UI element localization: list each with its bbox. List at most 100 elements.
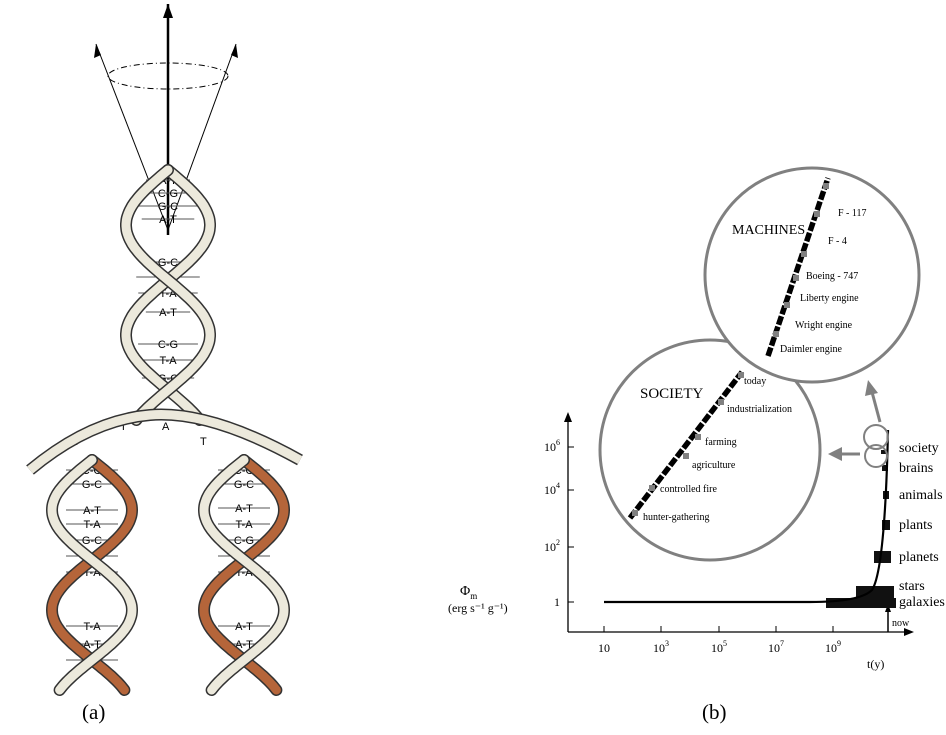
- new-strand: [199, 455, 289, 695]
- machines-item-f117: F - 117: [838, 208, 867, 219]
- backbone-strand-1: [121, 165, 215, 425]
- base-pair-label: C-G: [158, 339, 178, 351]
- cone-arrowhead-left: [94, 44, 101, 58]
- cone-line-right: [167, 43, 237, 231]
- society-item-farming: farming: [705, 437, 737, 448]
- machines-item-daimler: Daimler engine: [780, 344, 842, 355]
- system-bar-planets: [874, 551, 891, 563]
- milestone-marker: [784, 302, 790, 308]
- system-labels: societybrainsanimalsplantsplanetsstarsga…: [899, 441, 945, 610]
- system-label-animals: animals: [899, 488, 943, 503]
- base-pair-label: G-C: [82, 479, 102, 491]
- backbone-strand-2: [121, 165, 215, 425]
- base-pair-label: C-G: [158, 188, 178, 200]
- base-pair-label: A-T: [235, 503, 253, 515]
- milestone-marker: [823, 183, 829, 189]
- machines-item-f4: F - 4: [828, 236, 847, 247]
- base-pair-label: T-A: [83, 621, 101, 633]
- system-label-planets: planets: [899, 550, 939, 565]
- society-zoom-arrowhead: [828, 447, 842, 461]
- machines-item-wright: Wright engine: [795, 320, 853, 331]
- precession-ellipse: [107, 62, 229, 90]
- system-bars: [826, 450, 896, 608]
- machines-item-liberty: Liberty engine: [800, 293, 859, 304]
- society-item-industrialization: industrialization: [727, 404, 792, 415]
- base-pair-label: A-T: [83, 505, 101, 517]
- base-pair-label: A-T: [159, 307, 177, 319]
- base-pair-label: T-A: [235, 519, 253, 531]
- fork-backbone: [27, 410, 303, 474]
- base-pair-label: C-G: [234, 535, 254, 547]
- new-strand: [47, 455, 137, 695]
- machines-title: MACHINES: [732, 223, 805, 238]
- y-tick-label: 104: [544, 481, 560, 497]
- system-label-galaxies: galaxies: [899, 595, 945, 610]
- cone-arrowhead-right: [231, 44, 238, 58]
- system-label-stars: stars: [899, 579, 925, 594]
- y-tick-label: 102: [544, 538, 560, 554]
- system-bar-society: [881, 450, 888, 454]
- base-pair-label: A-T: [235, 621, 253, 633]
- society-trend-line: [627, 370, 745, 520]
- fork-base-label: T: [120, 421, 127, 433]
- y-axis-label: Φm: [460, 584, 477, 601]
- milestone-marker: [649, 485, 655, 491]
- daughter-helix-right: C-GG-CA-TT-AC-GT-AT-AA-TA-T: [197, 454, 291, 696]
- society-zoom-circle: SOCIETY today industrialization farming …: [598, 338, 822, 562]
- base-pair-label: G-C: [234, 479, 254, 491]
- x-axis-arrow: [904, 628, 914, 636]
- machines-zoom-circle: MACHINES F - 117 F - 4 Boeing - 747 Libe…: [703, 166, 921, 384]
- society-item-today: today: [744, 376, 766, 387]
- base-pair-label: G-C: [158, 257, 178, 269]
- y-axis-arrow: [564, 412, 572, 422]
- x-axis-label: t(y): [867, 657, 884, 671]
- caption-a: (a): [82, 700, 106, 724]
- daughter-helix-left: C-GG-CA-TT-AG-CC-GT-AT-AA-TA-T: [45, 454, 139, 696]
- system-bar-galaxies: [826, 598, 896, 608]
- milestone-marker: [695, 434, 701, 440]
- cone-line-left: [95, 43, 169, 231]
- society-item-agriculture: agriculture: [692, 460, 736, 471]
- society-markers: [632, 372, 744, 516]
- fork-base-label: A: [162, 421, 170, 433]
- milestone-marker: [718, 399, 724, 405]
- milestone-marker: [632, 510, 638, 516]
- complexity-growth-curve: [604, 429, 890, 604]
- society-item-controlled-fire: controlled fire: [660, 484, 717, 495]
- x-tick-label: 103: [653, 639, 669, 655]
- base-pair-label: A-T: [83, 639, 101, 651]
- milestone-marker: [738, 372, 744, 378]
- base-pair-label: A-T: [159, 214, 177, 226]
- x-tick-label: 107: [768, 639, 784, 655]
- parent-strand: [47, 455, 137, 695]
- y-axis-units: (erg s⁻¹ g⁻¹): [448, 601, 508, 615]
- milestone-marker: [683, 453, 689, 459]
- now-label: now: [892, 618, 910, 629]
- x-tick-label: 105: [711, 639, 727, 655]
- milestone-marker: [773, 331, 779, 337]
- system-label-brains: brains: [899, 461, 933, 476]
- machines-trend-line: [765, 177, 831, 357]
- machines-zoom-arrowhead: [865, 380, 878, 396]
- society-circle-outline: [598, 338, 822, 562]
- system-bar-brains: [882, 465, 888, 471]
- fork-base-label: T: [200, 436, 207, 448]
- caption-b: (b): [702, 700, 727, 724]
- x-tick-label: 10: [598, 641, 610, 655]
- machines-markers: [773, 183, 829, 337]
- zoom-source-circle-machines: [863, 424, 889, 450]
- system-label-society: society: [899, 441, 939, 456]
- machines-item-boeing: Boeing - 747: [806, 271, 858, 282]
- society-title: SOCIETY: [640, 386, 704, 402]
- milestone-marker: [814, 211, 820, 217]
- milestone-marker: [793, 275, 799, 281]
- base-pair-label: G-C: [82, 535, 102, 547]
- double-helix-backbones: [120, 164, 216, 426]
- system-bar-plants: [882, 520, 890, 530]
- society-item-hunter-gathering: hunter-gathering: [643, 512, 709, 523]
- milestone-marker: [801, 251, 807, 257]
- zoom-source-circle-society: [864, 444, 888, 468]
